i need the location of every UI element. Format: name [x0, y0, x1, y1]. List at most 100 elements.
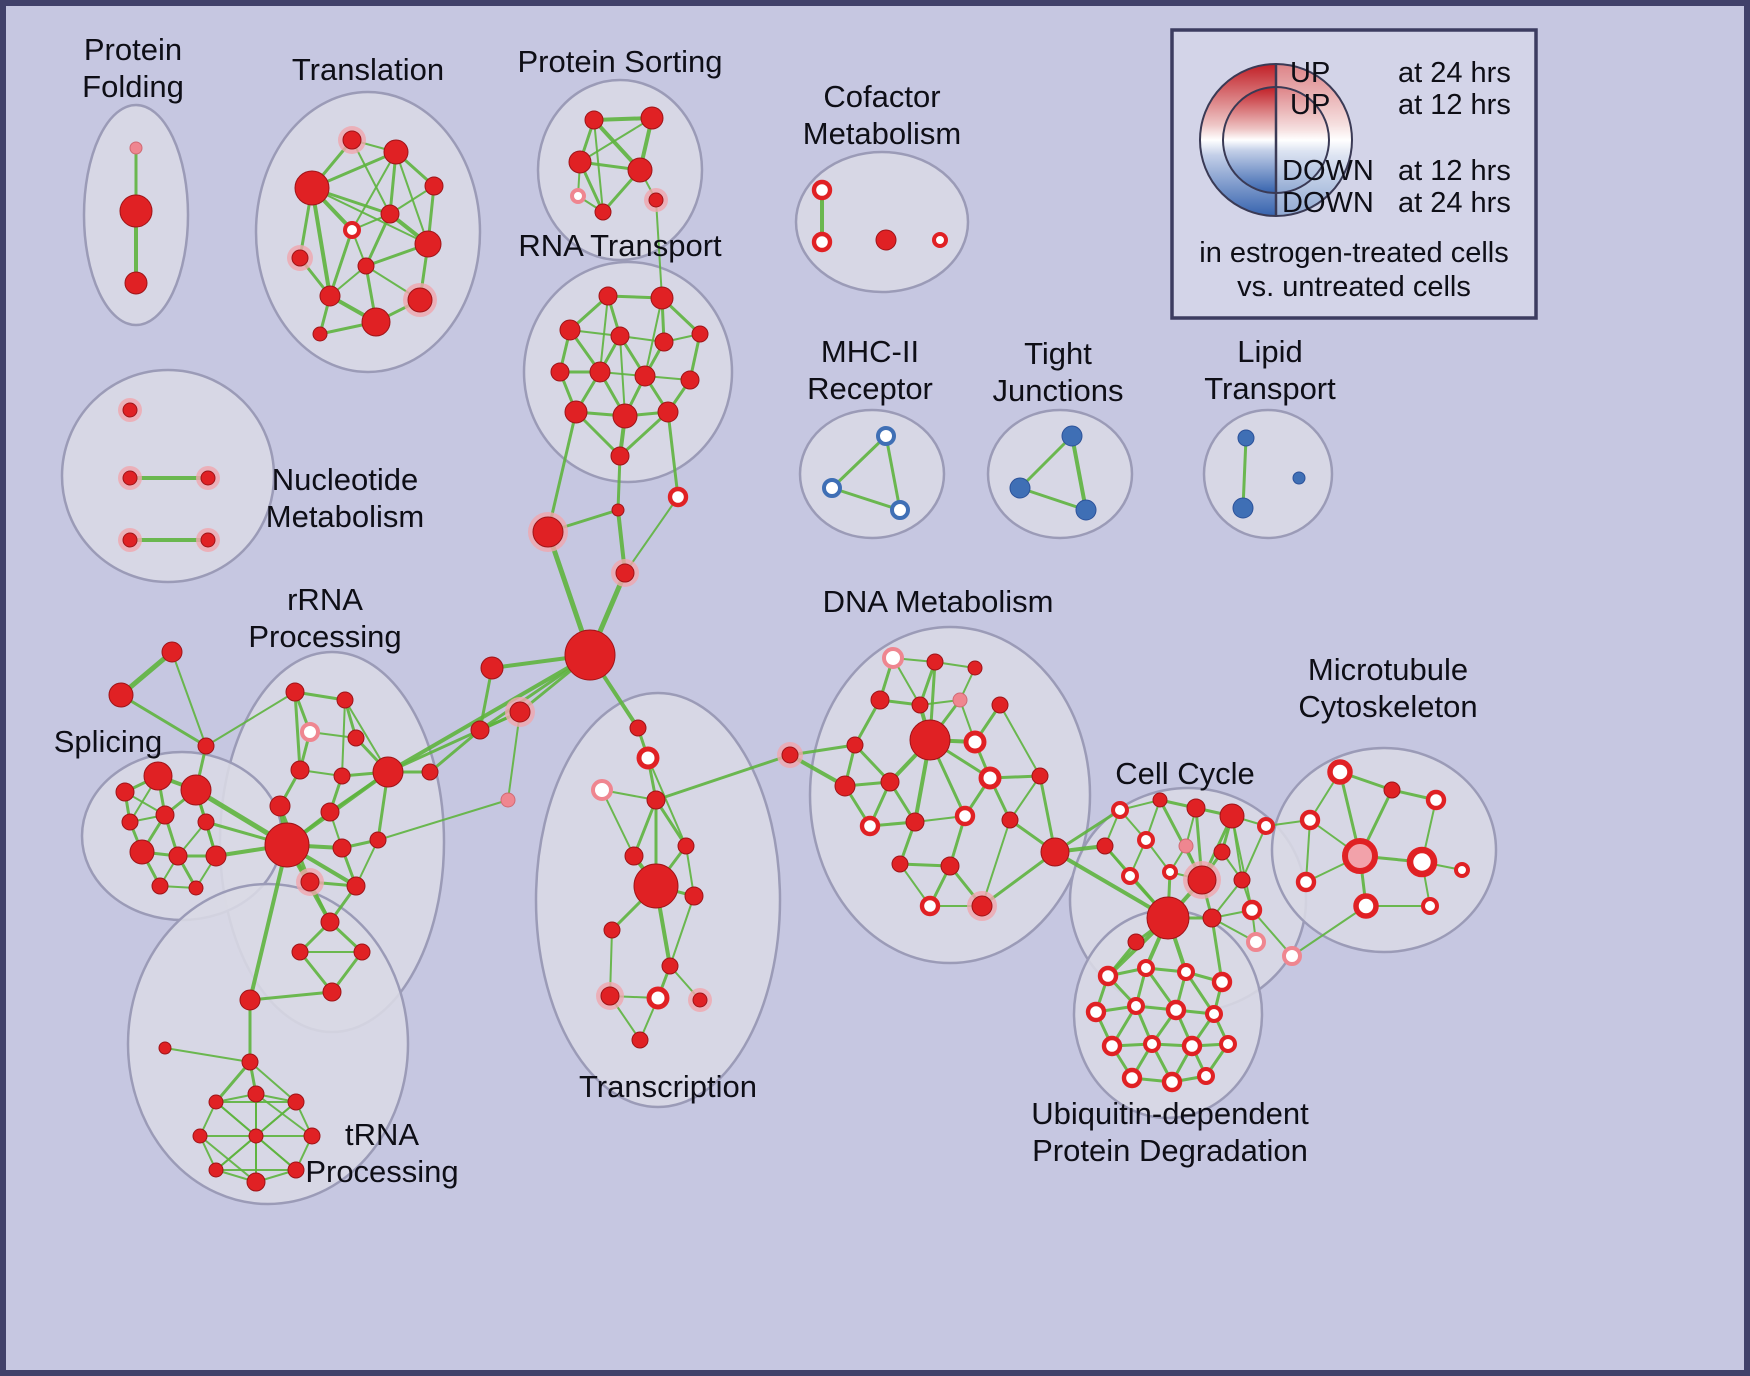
node-rt11: [564, 400, 588, 424]
legend-down-24-label: DOWN: [1282, 187, 1374, 219]
node-v9: [1421, 897, 1439, 915]
node-q1: [636, 746, 660, 770]
node-g11: [332, 838, 352, 858]
node-rt14: [610, 446, 630, 466]
node-k17: [1127, 933, 1145, 951]
node-tl7: [319, 285, 341, 307]
cluster-label-rna-transport: RNA Transport: [518, 228, 722, 263]
node-ub2: [1137, 959, 1155, 977]
edge-c7-c8: [428, 728, 482, 774]
node-ub6: [1127, 997, 1145, 1015]
node-ps3: [568, 150, 592, 174]
node-ub13: [1121, 1067, 1143, 1089]
node-k1: [1111, 801, 1129, 819]
node-cm4: [932, 232, 948, 248]
node-d13: [978, 766, 1002, 790]
node-k9: [1213, 843, 1231, 861]
node-g6: [290, 760, 310, 780]
node-ub14: [1161, 1071, 1183, 1093]
node-lp2: [1232, 497, 1254, 519]
node-u3: [241, 1053, 259, 1071]
node-c8: [421, 763, 439, 781]
node-tl12: [357, 257, 375, 275]
node-u7: [303, 1127, 321, 1145]
edge-tj2-tj3: [1018, 486, 1088, 512]
node-d7: [991, 696, 1009, 714]
node-k4: [1219, 803, 1245, 829]
node-d18: [1001, 811, 1019, 829]
edge-u2-u3: [164, 1047, 251, 1063]
node-ps5: [570, 188, 586, 204]
node-d19: [891, 855, 909, 873]
node-rt6: [691, 325, 709, 343]
node-g3: [300, 722, 320, 742]
node-rt1: [598, 286, 618, 306]
node-rt9: [634, 365, 656, 387]
node-k15: [1202, 908, 1222, 928]
edge-mh1-mh3: [884, 434, 902, 512]
node-mh2: [822, 478, 842, 498]
legend-footer-line1: in estrogen-treated cells: [1199, 237, 1509, 269]
edge-ot1-ot3: [171, 651, 207, 747]
node-v3: [1425, 789, 1447, 811]
edge-tl1-tl10: [311, 187, 429, 245]
node-pf3: [124, 271, 148, 295]
node-ub12: [1219, 1035, 1237, 1053]
node-k16: [1241, 899, 1263, 921]
node-cm1: [811, 179, 833, 201]
node-tl6: [287, 245, 313, 271]
node-tl4: [424, 176, 444, 196]
cluster-label-translation: Translation: [292, 52, 444, 87]
node-tl1: [294, 170, 330, 206]
edge-u3-u6: [249, 1061, 297, 1103]
node-u9: [246, 1172, 266, 1192]
edge-k5-k13: [1241, 825, 1267, 881]
node-c2: [667, 486, 689, 508]
legend-down-12-time: at 12 hrs: [1398, 155, 1511, 187]
edge-q1-q5: [647, 757, 687, 847]
node-lp3: [1292, 471, 1306, 485]
node-g10: [264, 822, 310, 868]
node-v4: [1299, 809, 1321, 831]
legend-up-12-label: UP: [1290, 89, 1330, 121]
node-d1: [882, 647, 904, 669]
node-d2: [926, 653, 944, 671]
node-k6: [1096, 837, 1114, 855]
edge-g18-u1: [248, 990, 334, 1002]
node-q13: [631, 1031, 649, 1049]
cluster-label-dna-metabolism: DNA Metabolism: [823, 584, 1054, 619]
node-ps7: [644, 188, 668, 212]
edge-ot2-ot3: [119, 693, 208, 748]
node-ub7: [1165, 999, 1187, 1021]
edge-rt4-rt12: [619, 335, 626, 417]
cluster-mhc-ii-receptor: [798, 408, 946, 540]
node-u5: [247, 1085, 265, 1103]
node-g4: [347, 729, 365, 747]
node-q5: [677, 837, 695, 855]
edge-q3-b1: [654, 753, 792, 802]
node-g18: [322, 982, 342, 1002]
node-pf2: [119, 194, 153, 228]
node-ub4: [1211, 971, 1233, 993]
node-ub1: [1097, 965, 1119, 987]
node-lp1: [1237, 429, 1255, 447]
node-k18: [1246, 932, 1266, 952]
node-d22: [919, 895, 941, 917]
node-g5: [372, 756, 404, 788]
node-c7: [470, 720, 490, 740]
node-d12: [880, 772, 900, 792]
edge-ot3-g1: [205, 691, 296, 747]
node-nm4: [118, 528, 142, 552]
edge-hub-g5: [386, 653, 592, 774]
node-sp4: [121, 813, 139, 831]
node-c9: [500, 792, 516, 808]
node-k11: [1162, 864, 1178, 880]
edge-w1-v8: [1291, 905, 1367, 957]
node-ub9: [1101, 1035, 1123, 1057]
node-ps1: [584, 110, 604, 130]
node-g13: [296, 868, 324, 896]
